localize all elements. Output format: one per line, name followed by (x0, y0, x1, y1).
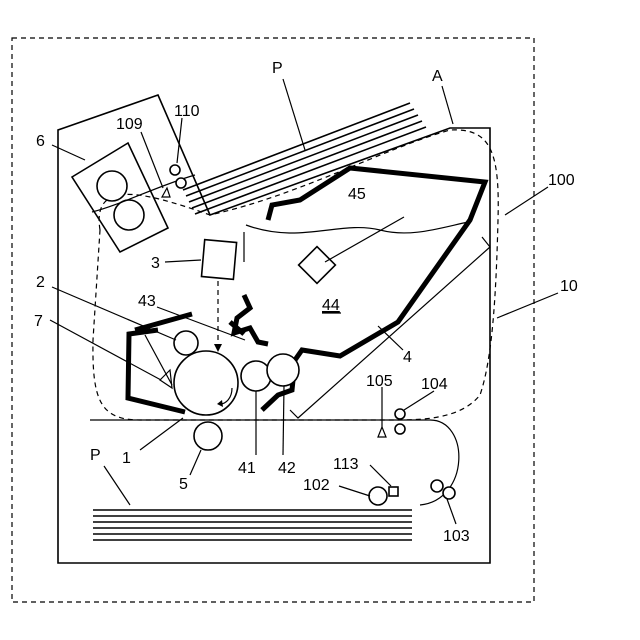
label-44: 44 (322, 297, 340, 314)
agitator-45 (299, 247, 336, 284)
label-5: 5 (179, 476, 188, 493)
label-100: 100 (548, 172, 575, 189)
sensor-105 (378, 427, 386, 437)
label-1: 1 (122, 450, 131, 467)
exposure-unit (201, 240, 236, 280)
roller-103b (443, 487, 455, 499)
label-102: 102 (303, 477, 330, 494)
developer-inner-wall (234, 295, 268, 344)
label-10: 10 (560, 278, 578, 295)
roller-110a (170, 165, 180, 175)
label-105: 105 (366, 373, 393, 390)
roller-103a (431, 480, 443, 492)
roller-41 (241, 361, 271, 391)
exposure-arrow (214, 344, 222, 352)
label-42: 42 (278, 460, 296, 477)
label-4: 4 (403, 349, 412, 366)
roller-104a (395, 409, 405, 419)
reader-unit (72, 143, 195, 252)
label-a: A (432, 68, 443, 85)
photoconductor-drum (174, 351, 238, 415)
label-104: 104 (421, 376, 448, 393)
label-7: 7 (34, 313, 43, 330)
roller-110b (176, 178, 186, 188)
roller-43 (174, 331, 198, 355)
agitator-shaft (325, 217, 404, 262)
label-109: 109 (116, 116, 143, 133)
sensor-109 (162, 188, 170, 197)
transfer-roller (194, 422, 222, 450)
label-3: 3 (151, 255, 160, 272)
motor-113 (389, 487, 398, 496)
label-113: 113 (333, 456, 359, 473)
label-103: 103 (443, 528, 470, 545)
label-2: 2 (36, 274, 45, 291)
main-housing (58, 95, 490, 563)
roller-42 (267, 354, 299, 386)
label-45: 45 (348, 186, 366, 203)
label-p-bottom: P (90, 447, 101, 464)
bottom-sheet-stack (93, 510, 412, 540)
label-p-top: P (272, 60, 283, 77)
roller-104b (395, 424, 405, 434)
cleaner-blade (145, 335, 172, 385)
roller-102 (369, 487, 387, 505)
label-6: 6 (36, 133, 45, 150)
label-41: 41 (238, 460, 256, 477)
toner-level (246, 222, 468, 233)
label-43: 43 (138, 293, 156, 310)
label-110: 110 (174, 103, 200, 120)
printer-boundary (12, 38, 534, 602)
